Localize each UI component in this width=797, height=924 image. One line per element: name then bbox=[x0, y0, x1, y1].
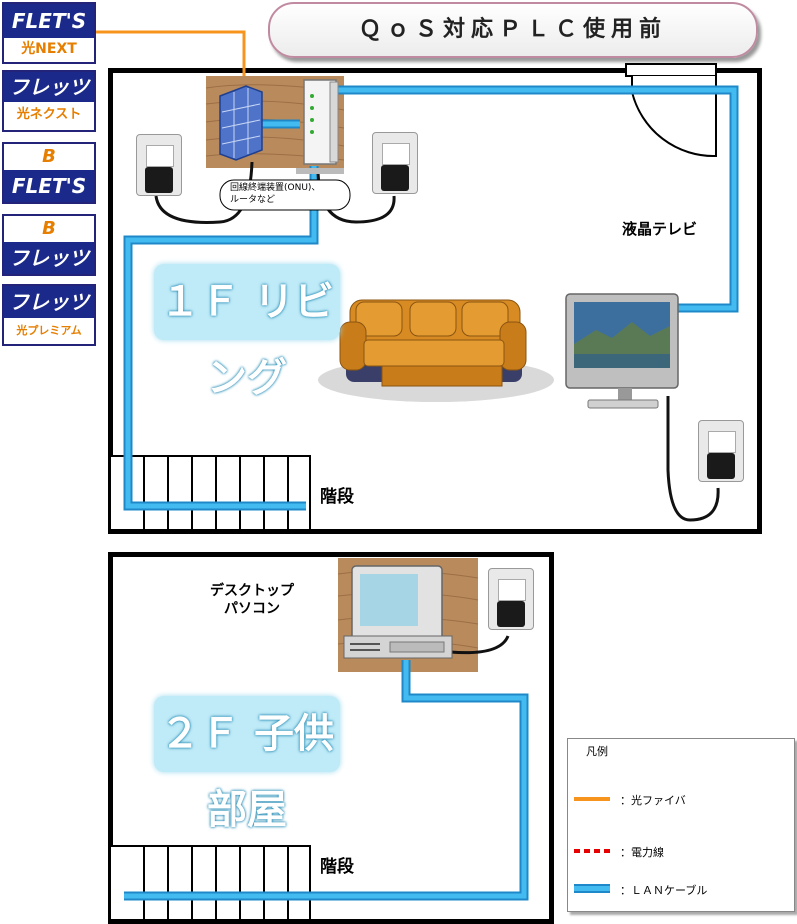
pc-label-line1: デスクトップ bbox=[210, 583, 294, 599]
door-icon bbox=[625, 63, 717, 158]
onu-callout-bubble bbox=[219, 179, 351, 211]
onu-callout-text: 回線終端装置(ONU)、 ルータなど bbox=[230, 182, 320, 206]
lan-cable-floor1 bbox=[123, 85, 739, 511]
power-outlet-floor1-center bbox=[372, 132, 418, 194]
pc-label-line2: パソコン bbox=[224, 601, 280, 617]
optical-fiber-line bbox=[96, 30, 246, 96]
power-outlet-floor1-tv bbox=[698, 420, 744, 482]
plug-icon bbox=[145, 167, 173, 193]
stairs-floor1 bbox=[109, 455, 311, 531]
power-line-swatch bbox=[574, 849, 610, 853]
optical-fiber-swatch bbox=[574, 797, 610, 801]
power-outlet-floor1-left bbox=[136, 134, 182, 196]
logo-bottom-text: 光ネクスト bbox=[16, 107, 82, 122]
logo-bottom-text: 光プレミアム bbox=[16, 324, 82, 337]
lan-cable-swatch bbox=[574, 884, 610, 893]
logo-top-text: FLET'S bbox=[4, 4, 94, 38]
power-outlet-floor2 bbox=[488, 568, 534, 630]
onu-callout-line1: 回線終端装置(ONU)、 bbox=[230, 183, 321, 193]
router-device-icon bbox=[296, 79, 344, 174]
logo-top-text: フレッツ bbox=[4, 286, 94, 318]
onu-device-icon bbox=[219, 85, 263, 161]
title-banner: ＱｏＳ対応ＰＬＣ使用前 bbox=[268, 2, 758, 58]
plug-icon bbox=[381, 165, 409, 191]
onu-callout-line2: ルータなど bbox=[230, 195, 276, 205]
floor2-room-label: ２Ｆ 子供部屋 bbox=[154, 696, 340, 833]
logo-bottom-text: 光NEXT bbox=[21, 41, 77, 57]
lan-cable-floor2 bbox=[124, 660, 529, 901]
logo-bottom-text: フレッツ bbox=[4, 242, 94, 274]
plug-icon bbox=[497, 601, 525, 627]
b-flets-kana-logo: B フレッツ bbox=[2, 214, 96, 276]
logo-top-text: フレッツ bbox=[4, 72, 94, 102]
floor1-room-label: １Ｆ リビング bbox=[154, 264, 340, 401]
sofa-icon bbox=[318, 299, 554, 402]
page-title: ＱｏＳ対応ＰＬＣ使用前 bbox=[358, 17, 667, 42]
b-flets-logo: B FLET'S bbox=[2, 142, 96, 204]
tv-label: 液晶テレビ bbox=[622, 220, 698, 238]
flets-hikari-next-kana-logo: フレッツ 光ネクスト bbox=[2, 70, 96, 132]
legend-box: 凡例 ：光ファイバ ：電力線 ：ＬＡＮケーブル bbox=[567, 738, 795, 912]
stairs-label-floor1: 階段 bbox=[320, 487, 354, 507]
flets-hikari-next-logo: FLET'S 光NEXT bbox=[2, 2, 96, 64]
stairs-floor2 bbox=[109, 845, 311, 921]
pc-label: デスクトップ パソコン bbox=[210, 582, 294, 618]
flets-hikari-premium-logo: フレッツ 光プレミアム bbox=[2, 284, 96, 346]
logo-bottom-text: FLET'S bbox=[4, 170, 94, 202]
plug-icon bbox=[707, 453, 735, 479]
desktop-pc-icon bbox=[343, 565, 453, 659]
legend-title: 凡例 bbox=[586, 745, 608, 758]
stairs-label-floor2: 階段 bbox=[320, 857, 354, 877]
lcd-tv-icon bbox=[565, 293, 679, 409]
logo-top-text: B bbox=[42, 146, 56, 167]
logo-top-text: B bbox=[42, 218, 56, 239]
